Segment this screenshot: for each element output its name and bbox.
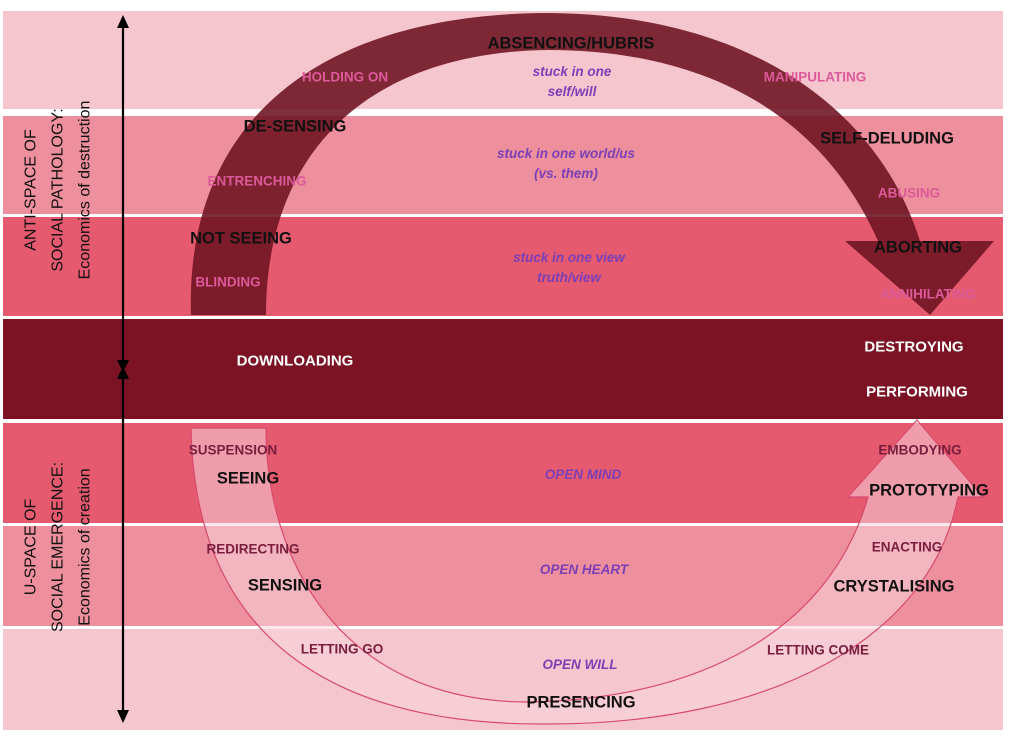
anti-space-arrow [190, 13, 995, 315]
u-space-axis-title: U-SPACE OF SOCIAL EMERGENCE: Economics o… [18, 462, 99, 632]
prototyping-label: PROTOTYPING [869, 481, 989, 500]
anti-space-title: ANTI-SPACE OF [22, 129, 40, 251]
manipulating-label: MANIPULATING [763, 69, 867, 85]
sensing-label: SENSING [247, 576, 323, 595]
holding-on-label: HOLDING ON [301, 69, 389, 85]
u-space-arrow [190, 419, 985, 725]
not-seeing-label: NOT SEEING [190, 229, 292, 248]
self-deluding-label: SELF-DELUDING [820, 129, 954, 148]
suspension-label: SUSPENSION [188, 442, 278, 458]
seeing-label: SEEING [216, 469, 280, 488]
annihilating-label: ANNIHILATING [880, 286, 976, 302]
open-mind-label: OPEN MIND [544, 467, 622, 482]
anti-space-subtitle: SOCIAL PATHOLOGY: [49, 108, 67, 272]
letting-go-label: LETTING GO [300, 641, 384, 657]
abusing-label: ABUSING [877, 185, 941, 201]
downloading-label: DOWNLOADING [236, 352, 354, 370]
band-not-seeing [3, 217, 1003, 316]
destroying-label: DESTROYING [864, 338, 964, 356]
redirecting-label: REDIRECTING [206, 541, 300, 557]
axis-lower-head-bottom [117, 710, 129, 723]
performing-label: PERFORMING [866, 383, 968, 401]
de-sensing-label: DE-SENSING [243, 117, 347, 136]
embodying-label: EMBODYING [878, 442, 962, 458]
anti-space-axis-title: ANTI-SPACE OF SOCIAL PATHOLOGY: Economic… [18, 101, 99, 280]
axis-lower-head-top [117, 366, 129, 379]
anti-space-economics: Economics of destruction [76, 100, 94, 280]
letting-come-label: LETTING COME [767, 642, 869, 658]
aborting-label: ABORTING [874, 238, 962, 257]
band-seeing [3, 423, 1003, 523]
presencing-label: PRESENCING [526, 693, 636, 712]
center-stuck-self: stuck in one self/will [532, 64, 612, 99]
enacting-label: ENACTING [871, 539, 943, 555]
center-stuck-view: stuck in one view truth/view [513, 250, 625, 285]
u-space-economics: Economics of creation [76, 468, 94, 626]
band-downloading [3, 319, 1003, 419]
open-will-label: OPEN WILL [542, 657, 618, 672]
entrenching-label: ENTRENCHING [207, 173, 307, 189]
absencing-hubris-label: ABSENCING/HUBRIS [487, 34, 655, 53]
blinding-label: BLINDING [195, 274, 261, 290]
open-heart-label: OPEN HEART [539, 562, 629, 577]
u-space-subtitle: SOCIAL EMERGENCE: [49, 461, 67, 633]
axis-upper-head-top [117, 15, 129, 28]
crystalising-label: CRYSTALISING [833, 577, 955, 596]
u-space-title: U-SPACE OF [22, 498, 40, 596]
center-stuck-world: stuck in one world/us (vs. them) [496, 146, 636, 181]
